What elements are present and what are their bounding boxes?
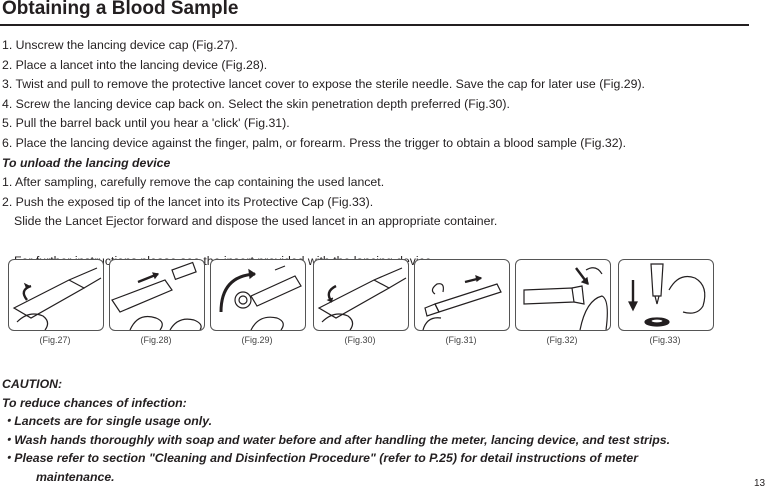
caution-item: ・Lancets are for single usage only. (2, 414, 213, 429)
caution-item-continuation: maintenance. (36, 469, 115, 484)
eject-lancet-icon (618, 259, 714, 331)
figure-caption: (Fig.28) (140, 335, 172, 345)
page-number: 13 (754, 478, 766, 489)
insert-lancet-icon (109, 259, 205, 331)
twist-cover-icon (210, 259, 306, 331)
caution-item: ・Wash hands thoroughly with soap and wat… (2, 432, 671, 447)
unload-heading: To unload the lancing device (2, 155, 171, 170)
step-6: 6. Place the lancing device against the … (2, 135, 627, 150)
unload-step-1: 1. After sampling, carefully remove the … (2, 175, 385, 190)
figure-caption: (Fig.29) (241, 335, 273, 345)
unscrew-cap-icon (8, 259, 104, 331)
title-rule (0, 24, 749, 26)
page-title: Obtaining a Blood Sample (2, 0, 239, 19)
screw-cap-icon (313, 259, 409, 331)
figure-caption: (Fig.32) (546, 335, 578, 345)
caution-label: CAUTION: (2, 377, 63, 391)
figure-caption: (Fig.31) (445, 335, 477, 345)
caution-heading: To reduce chances of infection: (2, 395, 187, 410)
step-2: 2. Place a lancet into the lancing devic… (2, 57, 268, 72)
instructions: 1. Unscrew the lancing device cap (Fig.2… (2, 36, 645, 271)
unload-note: Slide the Lancet Ejector forward and dis… (14, 214, 498, 229)
step-4: 4. Screw the lancing device cap back on.… (2, 96, 510, 111)
press-trigger-icon (515, 259, 611, 331)
step-1: 1. Unscrew the lancing device cap (Fig.2… (2, 38, 238, 52)
unload-step-2: 2. Push the exposed tip of the lancet in… (2, 194, 374, 209)
figure-caption: (Fig.33) (649, 335, 681, 345)
caution-item: ・Please refer to section "Cleaning and D… (2, 451, 638, 466)
step-5: 5. Pull the barrel back until you hear a… (2, 116, 290, 131)
figure-caption: (Fig.27) (39, 335, 71, 345)
step-3: 3. Twist and pull to remove the protecti… (2, 77, 645, 92)
pull-barrel-icon (414, 259, 510, 331)
figure-caption: (Fig.30) (344, 335, 376, 345)
figure-strip (8, 259, 748, 331)
caution-block: CAUTION: To reduce chances of infection:… (2, 375, 670, 487)
